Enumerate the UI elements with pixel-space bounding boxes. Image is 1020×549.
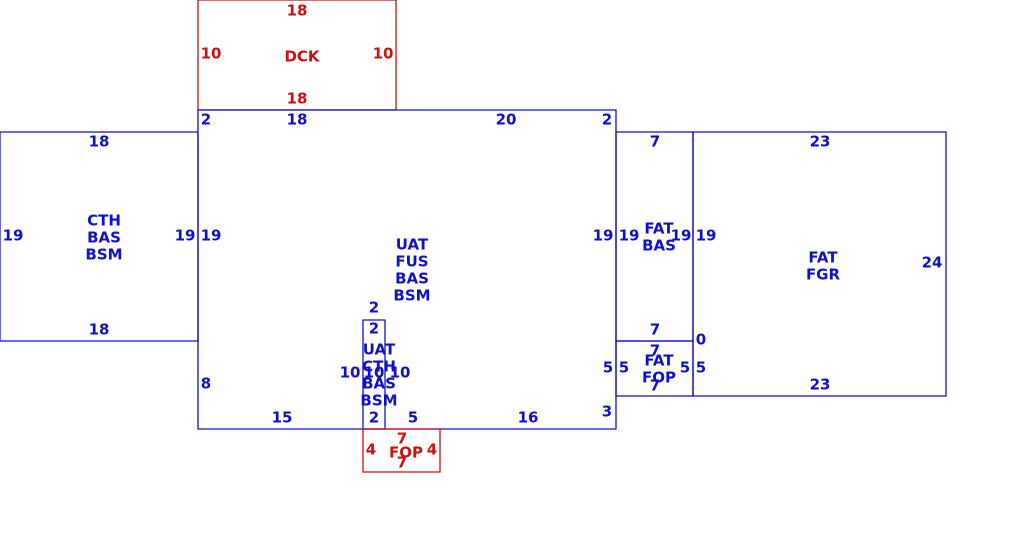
cth-left-label-line: BSM <box>85 246 122 264</box>
uat-small-dimension-top-outer: 2 <box>369 299 379 317</box>
dck-dimension-bottom: 18 <box>287 90 308 108</box>
fat-bas-dimension-top: 7 <box>650 133 660 151</box>
cth-left-dimension-top: 18 <box>89 133 110 151</box>
fat-fop-label-line: FOP <box>642 369 676 387</box>
uat-main-dimension-bottom-c: 16 <box>518 409 539 427</box>
fat-fgr-dimension-bottom: 23 <box>810 376 831 394</box>
uat-small-label-line: BAS <box>362 375 396 393</box>
fat-fop-label-line: FAT <box>644 352 674 370</box>
fat-fop-dimension-left: 5 <box>619 359 629 377</box>
dck-label-line: DCK <box>284 48 320 66</box>
uat-main-dimension-bottom-a: 15 <box>272 409 293 427</box>
fat-fop-dimension-top: 7 <box>650 342 660 360</box>
cth-left-dimension-left: 19 <box>3 227 24 245</box>
fop-bottom-label-line: FOP <box>389 444 423 462</box>
fop-bottom-dimension-top: 7 <box>397 430 407 448</box>
uat-main-dimension-right-low-b: 3 <box>602 403 612 421</box>
uat-main-label-line: BSM <box>393 287 430 305</box>
uat-small-dimension-right: 10 <box>390 364 411 382</box>
fat-bas-label-line: BAS <box>642 237 676 255</box>
uat-main-dimension-right: 19 <box>593 227 614 245</box>
fat-fgr-label-line: FGR <box>806 266 841 284</box>
uat-small-dimension-bottom: 2 <box>369 409 379 427</box>
uat-main-label-line: UAT <box>396 236 429 254</box>
cth-left-dimension-bottom: 18 <box>89 321 110 339</box>
fat-fgr-dimension-left-low: 0 <box>696 331 706 349</box>
fat-fgr-dimension-left: 19 <box>696 227 717 245</box>
uat-main-dimension-right-low-a: 5 <box>603 359 613 377</box>
uat-main-dimension-top-a: 18 <box>287 111 308 129</box>
uat-small-label-line: UAT <box>363 341 396 359</box>
dck-dimension-top: 18 <box>287 2 308 20</box>
fat-fgr-dimension-top: 23 <box>810 133 831 151</box>
fop-bottom-dimension-right: 4 <box>427 441 437 459</box>
fat-bas-dimension-bottom: 7 <box>650 321 660 339</box>
uat-main-outline <box>197 109 617 430</box>
cth-left-label-line: CTH <box>87 212 121 230</box>
cth-left-label-line: BAS <box>87 229 121 247</box>
uat-small-label-line: BSM <box>360 392 397 410</box>
uat-small-dimension-left: 10 <box>340 364 361 382</box>
fat-fgr-label-line: FAT <box>808 249 838 267</box>
fat-fgr-dimension-left-low-b: 5 <box>696 359 706 377</box>
fat-fgr-dimension-right: 24 <box>922 254 943 272</box>
uat-main-label-line: FUS <box>395 253 428 271</box>
uat-main-dimension-corner-tl: 2 <box>201 111 211 129</box>
uat-main-dimension-corner-tr: 2 <box>602 111 612 129</box>
fat-bas-dimension-left: 19 <box>619 227 640 245</box>
fop-bottom-outline <box>362 428 441 473</box>
cth-left-dimension-right: 19 <box>175 227 196 245</box>
uat-main-dimension-left: 19 <box>201 227 222 245</box>
dck-dimension-left: 10 <box>201 45 222 63</box>
uat-small-dimension-left-inner: 10 <box>364 364 385 382</box>
fat-fop-dimension-bottom: 7 <box>650 377 660 395</box>
fat-bas-dimension-right: 19 <box>671 227 692 245</box>
uat-main-dimension-bottom-b: 5 <box>408 409 418 427</box>
fat-fgr-outline <box>692 131 947 397</box>
uat-main-label-line: BAS <box>395 270 429 288</box>
fop-bottom-dimension-left: 4 <box>366 441 376 459</box>
uat-small-dimension-top-inner: 2 <box>369 320 379 338</box>
uat-main-dimension-left-low: 8 <box>201 375 211 393</box>
fat-fop-dimension-right: 5 <box>680 359 690 377</box>
uat-main-dimension-top-b: 20 <box>496 111 517 129</box>
uat-small-label-line: CTH <box>362 358 396 376</box>
fop-bottom-dimension-bottom: 7 <box>397 454 407 472</box>
fat-bas-label-line: FAT <box>644 220 674 238</box>
dck-dimension-right: 10 <box>373 45 394 63</box>
